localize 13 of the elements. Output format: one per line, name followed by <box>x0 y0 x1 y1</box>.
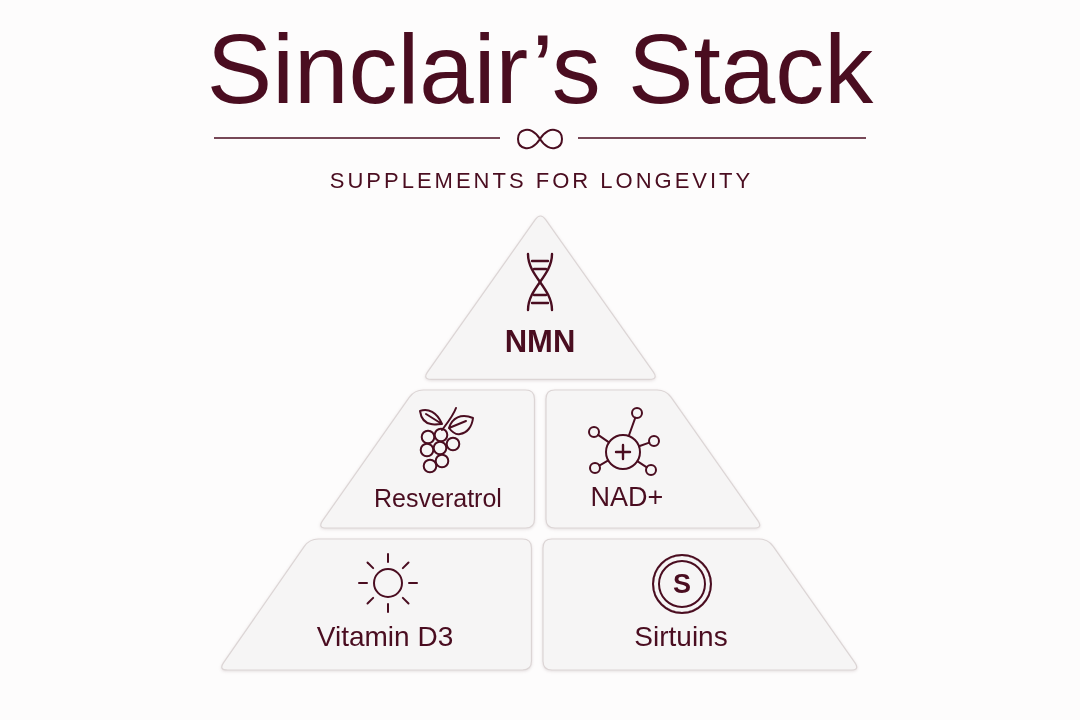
tier-label: NMN <box>504 324 576 360</box>
pyramid-tier <box>221 539 531 670</box>
tier-label: NAD+ <box>590 482 664 514</box>
pyramid-apex <box>425 215 655 379</box>
tier-label: Sirtuins <box>634 620 728 654</box>
pyramid-tier <box>543 539 857 670</box>
pyramid-tier <box>546 390 760 528</box>
subtitle: SUPPLEMENTS FOR LONGEVITY <box>328 170 754 192</box>
letter-badge: S <box>652 554 712 614</box>
pyramid-tier <box>320 390 534 528</box>
title: Sinclair’s Stack <box>206 20 874 118</box>
tier-label: Vitamin D3 <box>316 620 454 654</box>
tier-label: Resveratrol <box>374 483 502 513</box>
